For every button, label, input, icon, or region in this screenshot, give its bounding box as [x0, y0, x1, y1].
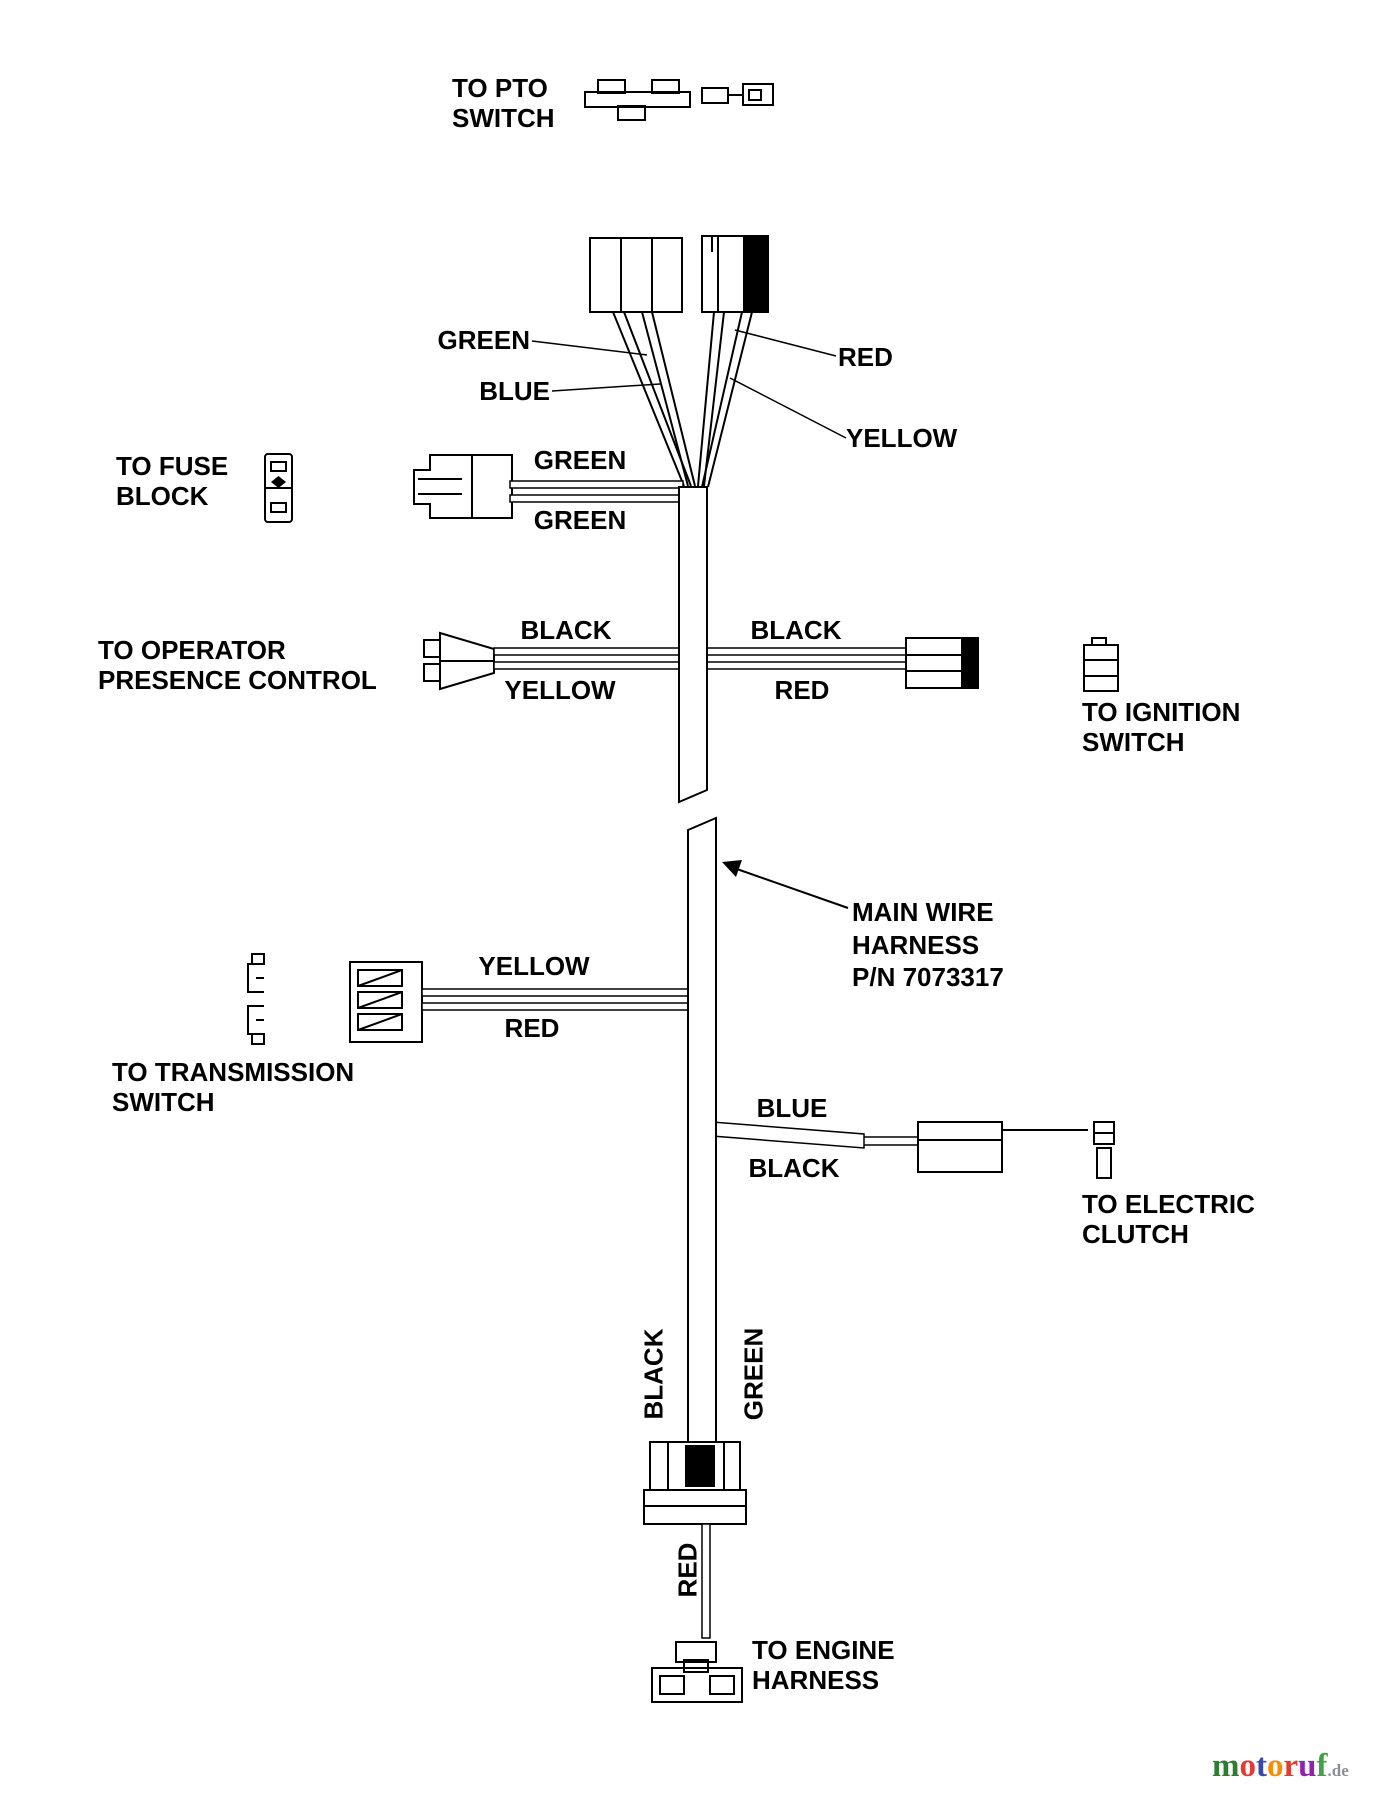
wire-label-green-top: GREEN [437, 325, 530, 355]
fuse-connector-icon [413, 454, 513, 519]
label-ignition-switch: TO IGNITION SWITCH [1082, 697, 1241, 757]
harness-top-connector-left-icon [589, 237, 683, 313]
wire-label-operator-yellow: YELLOW [504, 675, 616, 705]
fuse-block-icon [264, 453, 293, 523]
label-fuse-block: TO FUSE BLOCK [116, 451, 229, 511]
pto-plug-icon [701, 83, 774, 106]
harness-top-connector-right-icon [701, 235, 769, 313]
wire-label-bottom-green: GREEN [738, 1327, 769, 1421]
wire-label-fuse-green-lower: GREEN [533, 505, 627, 535]
wire-label-transmission-red: RED [504, 1013, 560, 1043]
top-wires [612, 311, 753, 488]
label-engine-harness: TO ENGINE HARNESS [752, 1635, 895, 1695]
engine-harness-icon [651, 1641, 743, 1703]
harness-arrow [722, 860, 849, 909]
pto-connector-icon [584, 79, 691, 121]
clutch-wires [711, 1121, 918, 1149]
label-pto-switch: TO PTO SWITCH [452, 73, 555, 133]
electric-clutch-icon [1093, 1121, 1115, 1179]
wire-label-yellow-top: YELLOW [846, 423, 958, 453]
wire-label-clutch-blue: BLUE [756, 1093, 828, 1123]
transmission-connector-icon [349, 961, 423, 1043]
wire-label-bottom-black: BLACK [638, 1328, 669, 1420]
label-electric-clutch: TO ELECTRIC CLUTCH [1082, 1189, 1255, 1249]
wire-label-fuse-green-upper: GREEN [533, 445, 627, 475]
wire-label-red-top: RED [838, 342, 893, 372]
wire-label-bottom-red: RED [672, 1542, 703, 1598]
label-operator-presence: TO OPERATOR PRESENCE CONTROL [98, 635, 377, 695]
watermark-text: motoruf [1212, 1748, 1328, 1784]
main-harness-bar [678, 486, 717, 1445]
wire-label-operator-black: BLACK [520, 615, 612, 645]
ignition-switch-icon [1083, 637, 1119, 692]
wire-label-clutch-black: BLACK [748, 1153, 840, 1183]
watermark: motoruf.de [1212, 1748, 1349, 1785]
engine-wire [701, 1523, 711, 1639]
ignition-connector-icon [905, 637, 979, 689]
wire-label-blue-top: BLUE [479, 376, 550, 406]
transmission-switch-icon [247, 953, 265, 1045]
wire-label-ignition-black: BLACK [750, 615, 842, 645]
wire-label-ignition-red: RED [774, 675, 830, 705]
fuse-wires [509, 480, 684, 503]
watermark-suffix: .de [1327, 1761, 1349, 1780]
label-transmission-switch: TO TRANSMISSION SWITCH [112, 1057, 355, 1117]
engine-connector-icon [643, 1441, 747, 1525]
transmission-wires [421, 988, 693, 1011]
clutch-connector-icon [917, 1121, 1088, 1173]
operator-presence-connector-icon [423, 631, 495, 691]
wire-label-transmission-yellow: YELLOW [478, 951, 590, 981]
label-main-harness: MAIN WIRE HARNESS P/N 7073317 [852, 897, 1004, 992]
leader-lines [531, 329, 847, 439]
